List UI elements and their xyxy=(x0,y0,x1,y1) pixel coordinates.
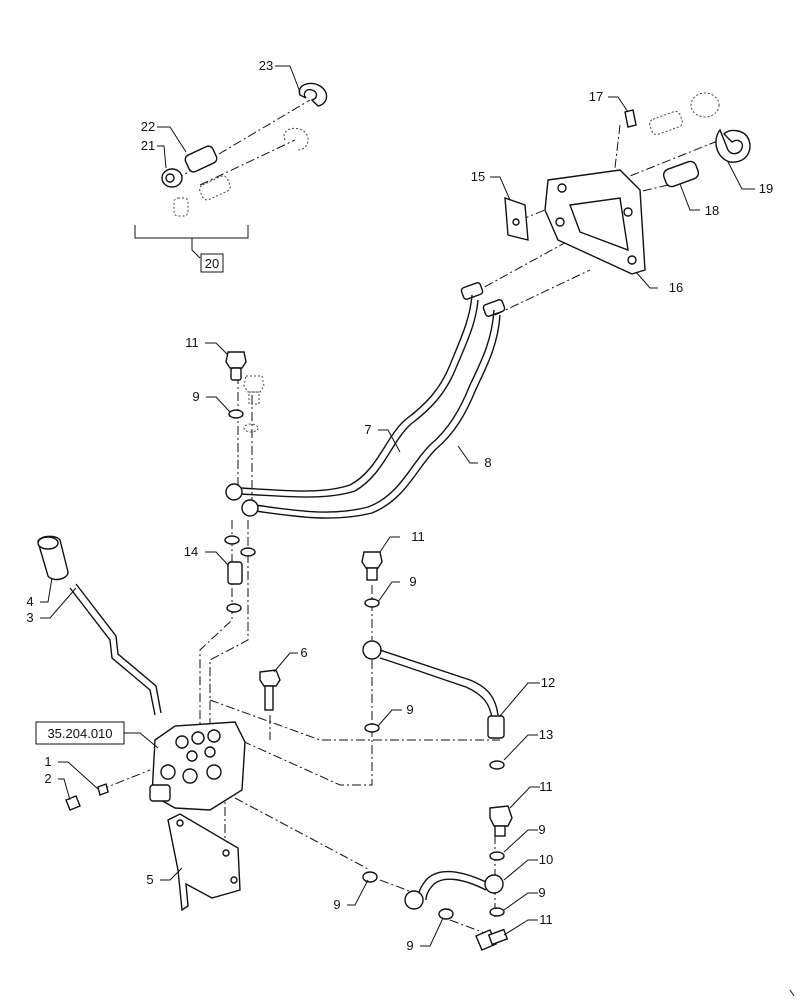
callout-15[interactable]: 15 xyxy=(471,169,485,184)
callout-8[interactable]: 8 xyxy=(484,455,491,470)
callout-9-right[interactable]: 9 xyxy=(538,885,545,900)
callout-labels: 23 22 21 20 17 15 19 18 16 11 9 7 8 14 1… xyxy=(26,58,773,953)
callout-12[interactable]: 12 xyxy=(541,675,555,690)
callout-11-top[interactable]: 11 xyxy=(185,335,199,350)
callout-5[interactable]: 5 xyxy=(146,872,153,887)
callout-9-pipe12[interactable]: 9 xyxy=(406,702,413,717)
reference-box-label: 35.204.010 xyxy=(47,726,112,741)
callout-21[interactable]: 21 xyxy=(141,138,155,153)
leader-lines xyxy=(40,65,755,947)
callout-11-low[interactable]: 11 xyxy=(539,779,553,794)
callout-14[interactable]: 14 xyxy=(184,544,198,559)
callout-9-low[interactable]: 9 xyxy=(538,822,545,837)
callout-20-box xyxy=(200,253,224,273)
reference-box[interactable]: 35.204.010 xyxy=(35,721,125,745)
callout-1[interactable]: 1 xyxy=(44,754,51,769)
callout-2[interactable]: 2 xyxy=(44,771,51,786)
callout-20[interactable]: 20 xyxy=(205,256,219,271)
callout-19[interactable]: 19 xyxy=(759,181,773,196)
callout-13[interactable]: 13 xyxy=(539,727,553,742)
callout-10[interactable]: 10 xyxy=(539,852,553,867)
callout-3[interactable]: 3 xyxy=(26,610,33,625)
lever-assembly xyxy=(37,535,162,716)
callout-4[interactable]: 4 xyxy=(26,594,33,609)
callout-17[interactable]: 17 xyxy=(589,89,603,104)
coupler-group-20 xyxy=(134,82,328,259)
corner-mark xyxy=(789,989,795,997)
pipe-12-group xyxy=(361,551,505,770)
upper-bolt-stack xyxy=(224,351,265,613)
pipe-10-group xyxy=(362,805,513,951)
bolt-6 xyxy=(259,669,281,711)
callout-9-top[interactable]: 9 xyxy=(192,389,199,404)
callout-7[interactable]: 7 xyxy=(364,422,371,437)
callout-22[interactable]: 22 xyxy=(141,119,155,134)
callout-11-bottom[interactable]: 11 xyxy=(539,912,553,927)
bracket-5 xyxy=(167,813,241,912)
callout-9-mid[interactable]: 9 xyxy=(409,574,416,589)
coupler-plate-group xyxy=(504,92,751,275)
callout-23[interactable]: 23 xyxy=(259,58,273,73)
callout-9-bottom[interactable]: 9 xyxy=(406,938,413,953)
callout-6[interactable]: 6 xyxy=(300,645,307,660)
callout-16[interactable]: 16 xyxy=(669,280,683,295)
callout-11-mid[interactable]: 11 xyxy=(411,529,425,544)
pipe-assembly xyxy=(225,282,506,519)
valve-body xyxy=(65,721,246,811)
callout-9-left[interactable]: 9 xyxy=(333,897,340,912)
callout-18[interactable]: 18 xyxy=(705,203,719,218)
